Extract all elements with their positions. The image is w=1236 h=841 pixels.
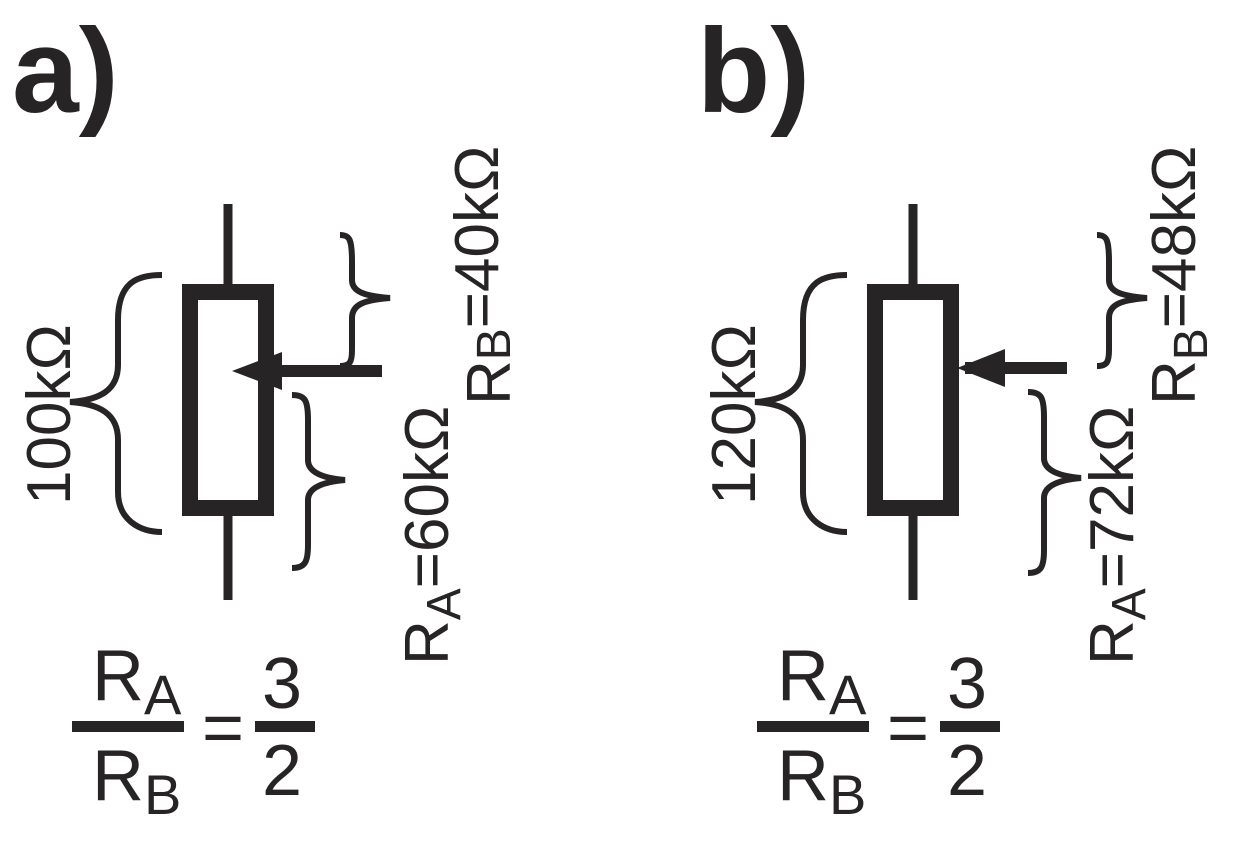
ra-brace [291, 392, 346, 571]
rhs-denominator: 2 [947, 731, 987, 811]
total-brace [69, 272, 163, 535]
fraction-bar [72, 721, 184, 732]
total-resistance-label: 120kΩ [700, 324, 769, 505]
panel-label-a: a) [12, 4, 119, 138]
ratio-equation: RA RB = 3 2 [757, 636, 1000, 826]
resistor-body [182, 284, 274, 516]
wiper-arrow-icon [232, 352, 382, 390]
fraction-bar [757, 721, 869, 732]
ratio-numerator: RA [777, 636, 867, 726]
resistor-body [867, 284, 959, 516]
wiper-arrow-icon [957, 349, 1067, 387]
rb-brace [339, 232, 391, 369]
ratio-numerator: RA [92, 636, 182, 726]
rhs-numerator: 3 [262, 644, 302, 724]
ra-label: RA=72kΩ [1078, 406, 1156, 665]
rhs-numerator: 3 [947, 644, 987, 724]
panel-b: b) 120kΩ RB=48kΩ RA=72kΩ RA RB = 3 2 [697, 4, 1218, 826]
ratio-equation: RA RB = 3 2 [72, 636, 315, 826]
rb-brace [1096, 232, 1148, 369]
ratio-denominator: RB [92, 736, 181, 826]
rb-label: RB=48kΩ [1140, 146, 1218, 405]
ra-brace [1027, 389, 1082, 576]
total-brace [754, 272, 848, 535]
panel-label-b: b) [697, 4, 810, 138]
rhs-denominator: 2 [262, 731, 302, 811]
rhs-fraction-bar [255, 721, 315, 732]
total-resistance-label: 100kΩ [15, 324, 84, 505]
ra-label: RA=60kΩ [393, 406, 471, 665]
panel-a: a) 100kΩ RB=40kΩ RA=60kΩ RA RB = 3 [12, 4, 524, 826]
rhs-fraction-bar [940, 721, 1000, 732]
equals-sign: = [887, 688, 929, 768]
ratio-denominator: RB [777, 736, 866, 826]
rb-label: RB=40kΩ [443, 146, 524, 405]
equals-sign: = [202, 688, 244, 768]
